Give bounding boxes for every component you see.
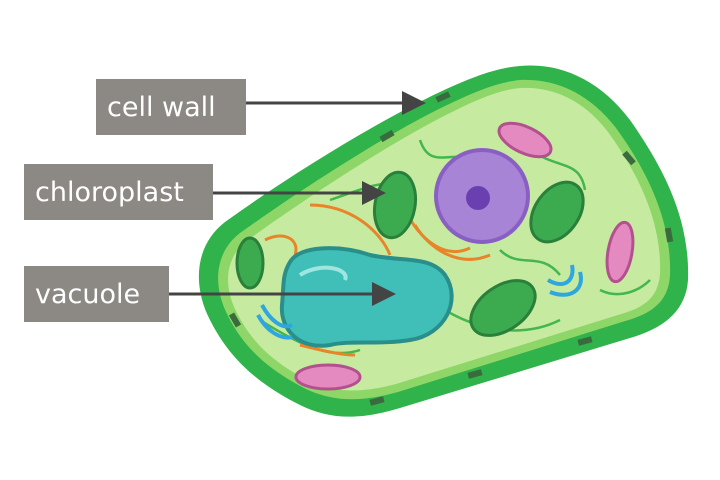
label-chloroplast: chloroplast [24,164,213,220]
label-cell-wall: cell wall [96,79,246,135]
plasmodesmata [228,91,674,406]
vacuole-highlight [298,265,348,281]
golgi-apparatus [256,264,583,340]
label-vacuole: vacuole [24,266,169,322]
vacuole [279,246,454,348]
nucleolus [466,186,490,210]
mitochondria [294,121,635,391]
rough-er [264,203,491,357]
